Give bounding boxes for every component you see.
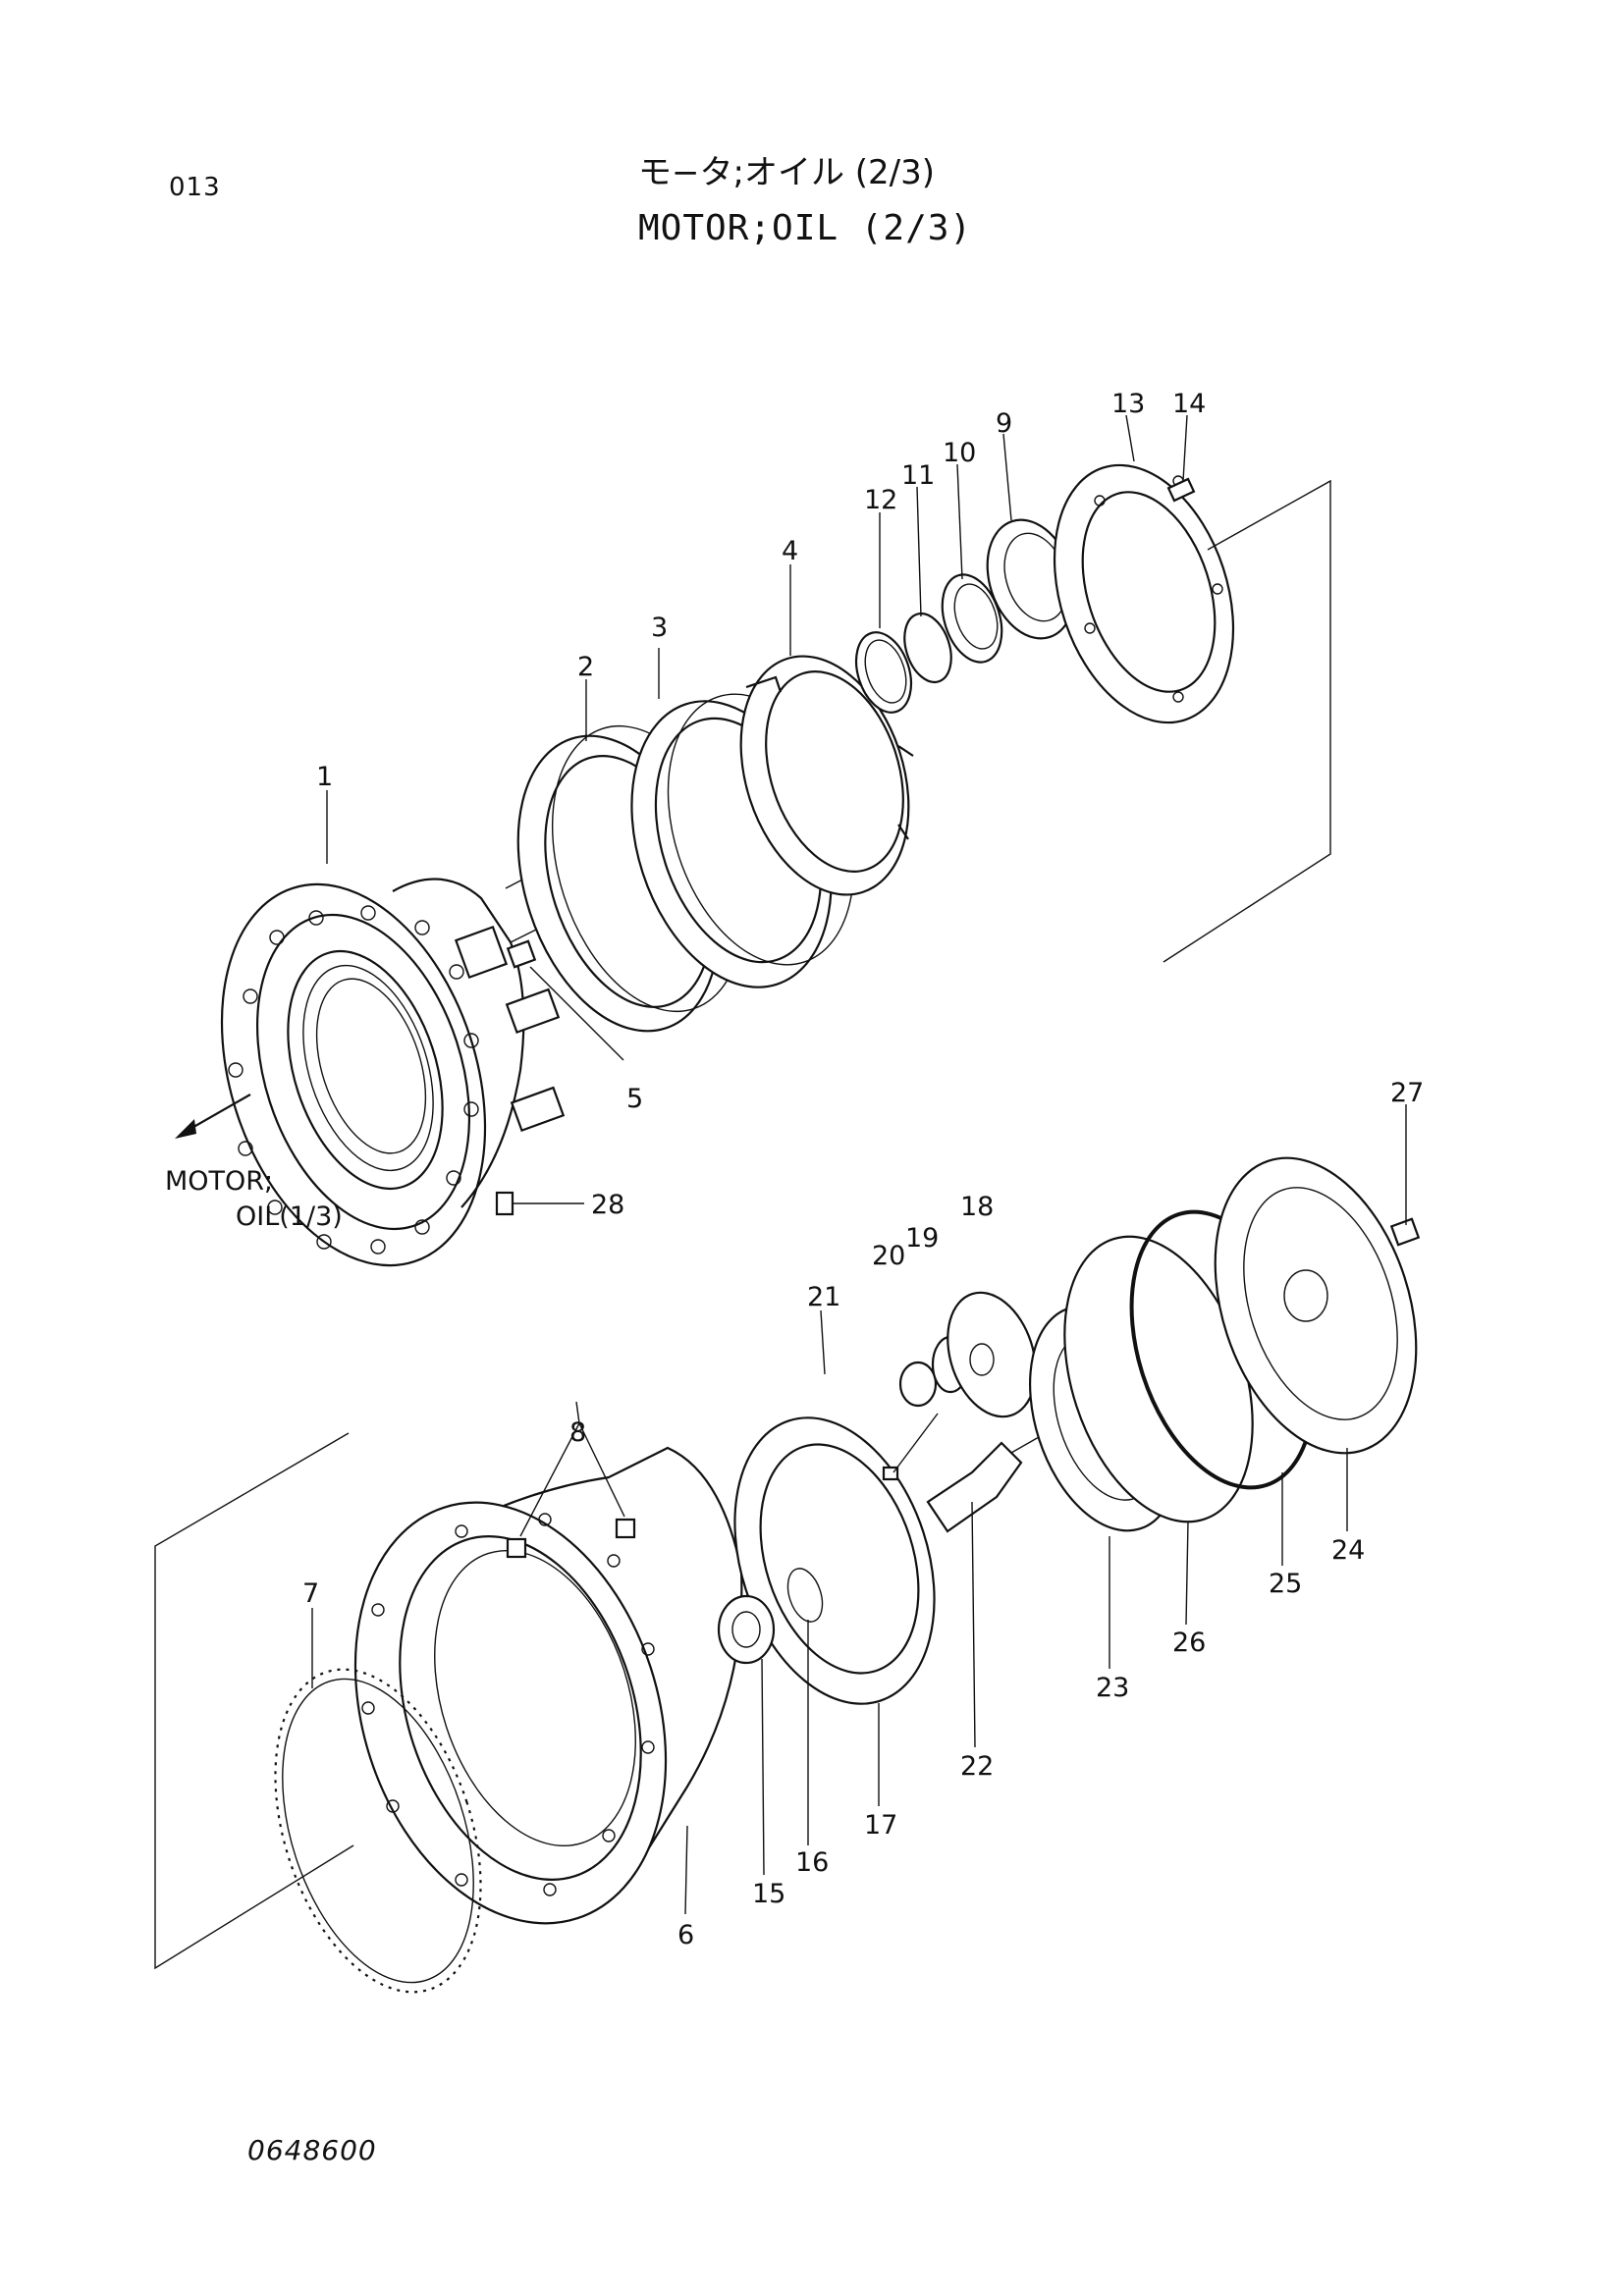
part-5-plug[interactable] [506, 939, 624, 1061]
callout-23: 23 [1096, 1673, 1129, 1703]
page-number: 013 [169, 173, 221, 202]
callout-10: 10 [943, 438, 976, 468]
title-english: MOTOR;OIL (2/3) [638, 208, 973, 248]
part-6-housing[interactable] [303, 1446, 743, 1964]
reference-code: 0648600 [247, 2134, 377, 2166]
callout-17: 17 [864, 1810, 897, 1841]
part-17-carrier[interactable] [700, 1392, 968, 1730]
callout-8: 8 [569, 1417, 586, 1448]
callout-13: 13 [1111, 389, 1145, 419]
callout-12: 12 [864, 485, 897, 515]
callout-11: 11 [901, 460, 935, 491]
part-15-gear[interactable] [717, 1594, 776, 1665]
reference-arrow [175, 1094, 251, 1139]
title-japanese: モ−タ;オイル (2/3) [638, 153, 935, 192]
callout-1: 1 [316, 762, 333, 792]
callout-16: 16 [795, 1847, 829, 1878]
callout-27: 27 [1390, 1078, 1424, 1108]
part-27-plug[interactable] [1389, 1114, 1421, 1247]
callout-20: 20 [872, 1241, 905, 1271]
callout-19: 19 [905, 1223, 939, 1254]
part-4-retainer[interactable] [712, 634, 937, 916]
reference-label-line1: MOTOR; [165, 1166, 273, 1197]
part-1-flange-housing[interactable] [176, 833, 649, 1300]
part-28-plug[interactable] [495, 1191, 584, 1216]
leader-lines [311, 414, 1407, 1915]
part-12-seal[interactable] [846, 625, 920, 720]
part-20-collar[interactable] [898, 1361, 938, 1408]
part-14-bolt[interactable] [1166, 477, 1196, 503]
part-8-plugs[interactable] [506, 1422, 636, 1559]
part-24-cover[interactable] [1180, 1132, 1451, 1479]
callout-4: 4 [782, 536, 798, 566]
callout-2: 2 [577, 652, 594, 682]
upper-assembly-frame [1163, 479, 1331, 963]
part-10-bearing[interactable] [932, 567, 1012, 670]
part-7-o-ring[interactable] [238, 1643, 518, 2018]
reference-label-line2: OIL(1/3) [236, 1201, 343, 1232]
callout-22: 22 [960, 1751, 994, 1782]
callout-21: 21 [807, 1282, 840, 1312]
callout-9: 9 [996, 408, 1012, 439]
callout-25: 25 [1269, 1569, 1302, 1599]
part-21-pin[interactable] [882, 1413, 939, 1481]
callout-3: 3 [651, 613, 668, 643]
callout-28: 28 [591, 1190, 624, 1220]
part-11-collar[interactable] [896, 608, 959, 688]
callout-7: 7 [302, 1578, 319, 1609]
callout-24: 24 [1331, 1535, 1365, 1566]
callout-6: 6 [677, 1920, 694, 1950]
part-16-ring[interactable] [782, 1564, 829, 1626]
callout-26: 26 [1172, 1628, 1206, 1658]
part-13-plate[interactable] [1023, 442, 1264, 745]
callout-15: 15 [752, 1879, 785, 1909]
part-18-gear[interactable] [933, 1281, 1051, 1428]
callout-5: 5 [626, 1084, 643, 1114]
callout-14: 14 [1172, 389, 1206, 419]
lower-assembly-frame [154, 1432, 354, 1970]
callout-18: 18 [960, 1192, 994, 1222]
